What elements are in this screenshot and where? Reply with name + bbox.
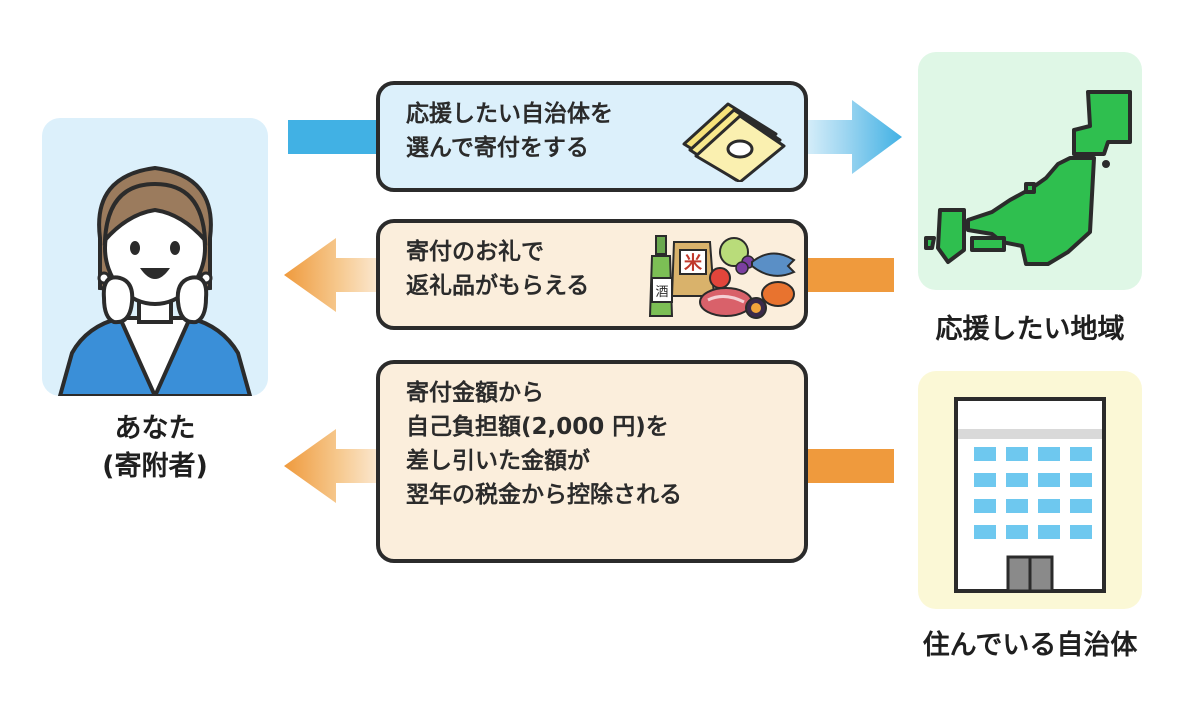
tax-arrow-head — [284, 429, 376, 503]
tax-arrow-tail — [808, 449, 894, 483]
donor-label: あなた (寄附者) — [42, 410, 268, 486]
donate-arrow-head — [806, 100, 902, 174]
gift-step-line1: 寄付のお礼で — [406, 239, 544, 265]
donate-arrow-tail — [288, 120, 378, 154]
money-bills-icon — [682, 102, 786, 182]
donate-step-line1: 応援したい自治体を — [406, 101, 613, 127]
tax-step-line2: 自己負担額(2,000 円)を — [406, 414, 669, 440]
gift-arrow-tail — [808, 258, 894, 292]
gift-arrow-head — [284, 238, 376, 312]
donor-label-line2: (寄附者) — [102, 451, 208, 482]
japan-map-icon — [924, 90, 1132, 266]
tax-step-line3: 差し引いた金額が — [406, 448, 590, 474]
rice-label: 米 — [684, 252, 703, 274]
tax-step-line1: 寄付金額から — [406, 380, 544, 406]
tax-step-line4: 翌年の税金から控除される — [406, 482, 682, 508]
region-label: 応援したい地域 — [935, 314, 1125, 345]
tax-step-box: 寄付金額から 自己負担額(2,000 円)を 差し引いた金額が 翌年の税金から控… — [376, 360, 808, 563]
building-icon — [954, 397, 1106, 593]
donor-label-line1: あなた — [114, 413, 196, 444]
sake-label: 酒 — [655, 285, 668, 300]
gift-step-line2: 返礼品がもらえる — [406, 273, 590, 299]
gift-foods-icon: 酒 米 — [648, 235, 796, 319]
municipality-label: 住んでいる自治体 — [922, 630, 1138, 661]
donate-step-line2: 選んで寄付をする — [406, 135, 589, 161]
person-icon — [57, 165, 253, 396]
